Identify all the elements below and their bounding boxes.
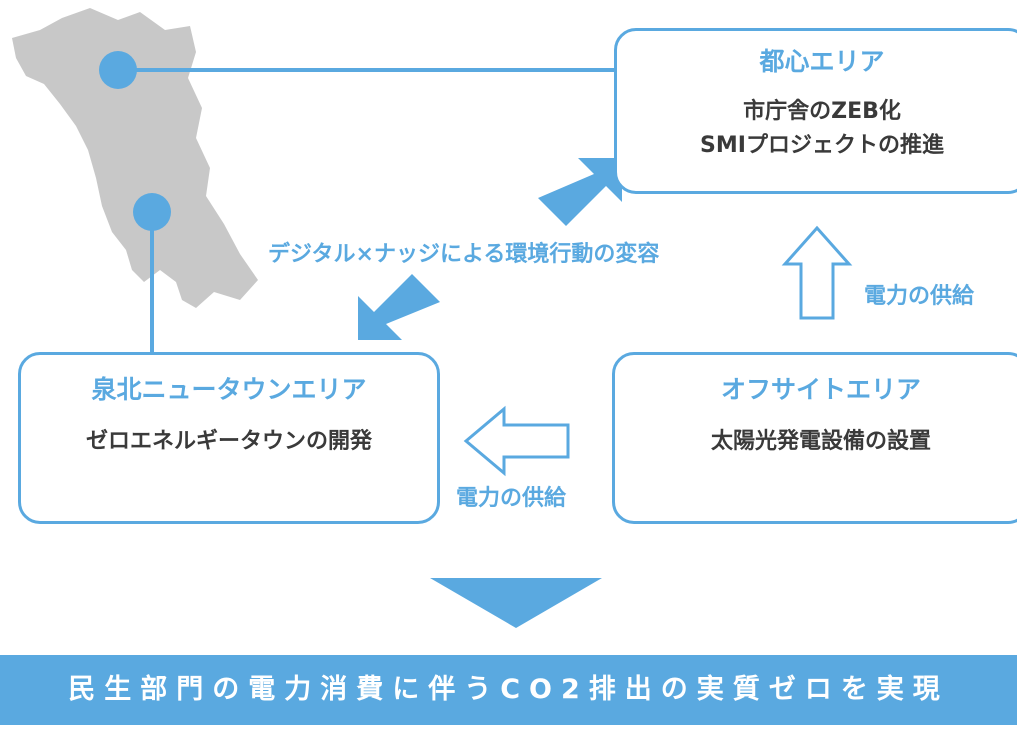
- urban-area-title: 都心エリア: [759, 47, 885, 76]
- arrow-up-outline-icon: [781, 225, 853, 320]
- newtown-area-title: 泉北ニュータウンエリア: [91, 375, 367, 404]
- power-supply-left-label: 電力の供給: [456, 486, 567, 511]
- arrow-up-right-icon: [538, 158, 622, 226]
- offsite-area-box: オフサイトエリア 太陽光発電設備の設置: [612, 352, 1017, 524]
- arrow-down-left-icon: [358, 274, 440, 340]
- power-supply-up-label: 電力の供給: [864, 284, 975, 309]
- newtown-area-line-1: ゼロエネルギータウンの開発: [85, 429, 372, 454]
- arrow-left-outline-icon: [463, 405, 570, 477]
- newtown-area-box: 泉北ニュータウンエリア ゼロエネルギータウンの開発: [18, 352, 440, 524]
- result-banner: 民生部門の電力消費に伴うCO2排出の実質ゼロを実現: [0, 655, 1017, 725]
- newtown-location-marker: [133, 193, 171, 231]
- result-down-triangle-icon: [430, 578, 602, 628]
- city-map-silhouette: [12, 8, 258, 308]
- urban-area-line-1: 市庁舎のZEB化: [743, 99, 901, 124]
- urban-area-box: 都心エリア 市庁舎のZEB化 SMIプロジェクトの推進: [614, 28, 1017, 194]
- offsite-area-title: オフサイトエリア: [720, 375, 921, 404]
- urban-area-line-2: SMIプロジェクトの推進: [700, 133, 944, 158]
- behavior-change-label: デジタル×ナッジによる環境行動の変容: [268, 242, 660, 267]
- offsite-area-line-1: 太陽光発電設備の設置: [710, 429, 931, 454]
- urban-location-marker: [99, 51, 137, 89]
